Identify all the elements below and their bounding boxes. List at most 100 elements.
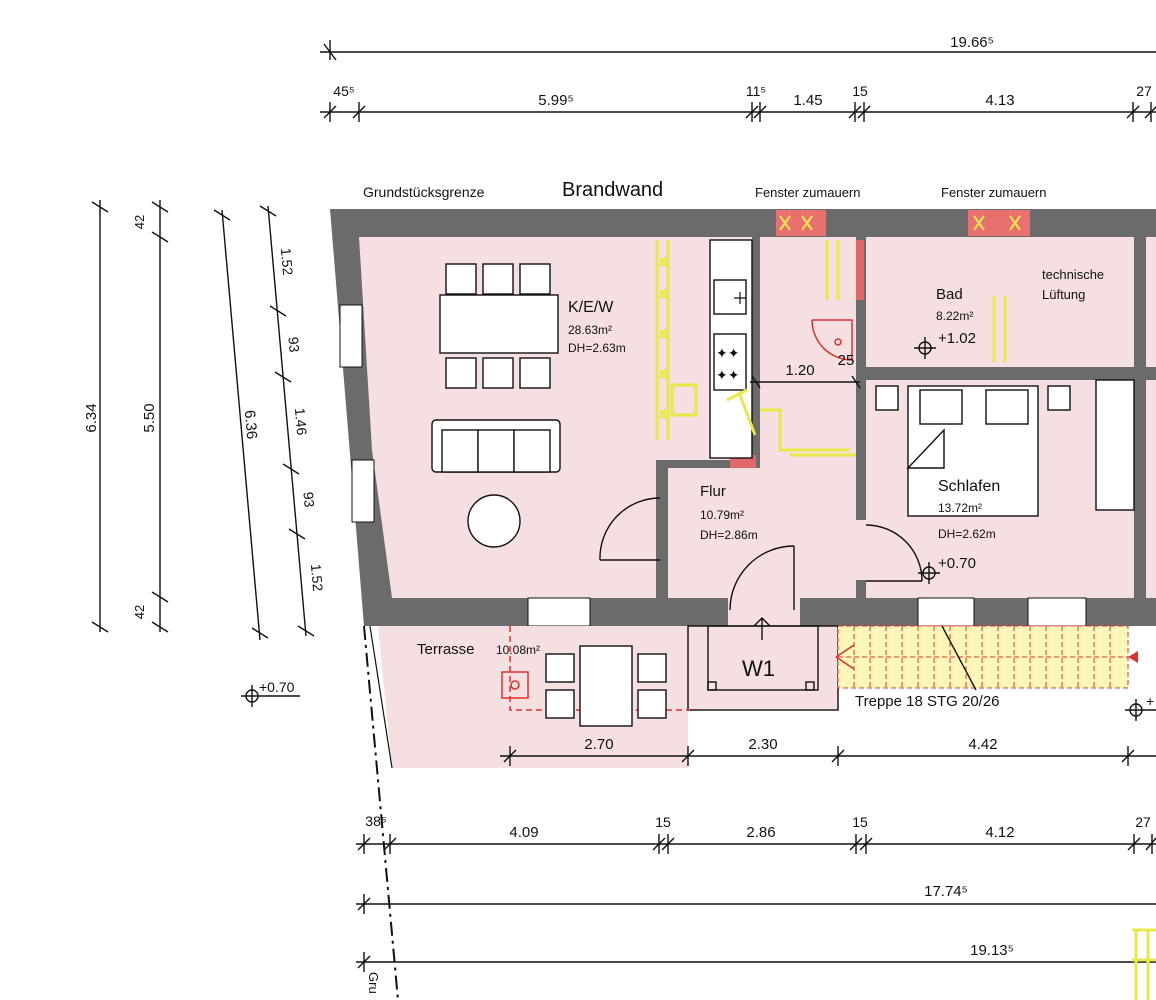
lueftung-label: Lüftung — [1042, 287, 1085, 302]
door-swing-schlafen — [865, 524, 923, 582]
bottom-dimension-row-2 — [356, 834, 1156, 854]
left-dim-h2-bottom: 42 — [132, 605, 147, 619]
wall-bad-schlafen — [866, 367, 1156, 380]
entrance-gap — [728, 598, 800, 626]
level-outside: +0.70 — [259, 679, 295, 695]
room-bad-area: 8.22m² — [936, 309, 973, 323]
pillow — [919, 389, 963, 425]
chair — [637, 653, 667, 683]
bottom-row2-g: 27 — [1135, 814, 1151, 830]
top-segment-dimension — [320, 102, 1156, 122]
bed-fold — [906, 428, 945, 469]
technische-label: technische — [1042, 267, 1104, 282]
bricked-marks-1 — [779, 215, 813, 231]
fenster-zumauern-label-2: Fenster zumauern — [941, 185, 1047, 200]
sofa-seat — [477, 429, 515, 473]
left-dim-d5: 1.52 — [308, 563, 326, 592]
room-right-partial — [1146, 237, 1156, 598]
top-overall-label: 19.66⁵ — [950, 34, 994, 51]
bottom-dimension-row-3 — [356, 894, 1156, 914]
gru-label: Gru — [366, 972, 381, 994]
level-marker-bad — [914, 337, 936, 359]
room-bad — [866, 237, 1134, 367]
window-left-2 — [351, 459, 375, 523]
level-marker-outside — [241, 685, 300, 707]
terrasse-name: Terrasse — [417, 641, 475, 658]
room-schlafen-level: +0.70 — [938, 555, 976, 572]
bottom-row2-c: 15 — [655, 814, 671, 830]
bottom-dimension-row-1 — [500, 746, 1156, 766]
wall-kitchen-bottom — [656, 460, 756, 468]
bottom-row4-overall: 19.13⁵ — [970, 942, 1014, 959]
left-dim-d4: 93 — [300, 491, 317, 508]
round-table — [467, 494, 521, 548]
w1-frame — [707, 625, 819, 691]
bottom-row1-b: 2.30 — [748, 736, 777, 753]
w1-corner — [707, 681, 717, 691]
grundstuecksgrenze-label: Grundstücksgrenze — [363, 184, 485, 200]
terrasse-furniture — [545, 645, 667, 727]
fenster-zumauern-label-1: Fenster zumauern — [755, 185, 861, 200]
top-dim-s2: 5.99⁵ — [538, 92, 573, 109]
room-kew-name: K/E/W — [568, 299, 614, 316]
bottom-row2-e: 15 — [852, 814, 868, 830]
bottom-row2-f: 4.12 — [985, 824, 1014, 841]
door-swing-entrance — [729, 545, 795, 611]
door-gap-kew — [668, 540, 670, 596]
wall-right — [1134, 237, 1146, 598]
terrasse-drain-icon — [501, 671, 529, 699]
hob-icon: ✦✦ — [716, 345, 740, 361]
room-flur-name: Flur — [700, 483, 726, 500]
nightstand — [875, 385, 899, 411]
bottom-dimension-row-4 — [356, 952, 1156, 972]
inner-dim-120-label: 1.20 — [785, 362, 814, 379]
nightstand — [1047, 385, 1071, 411]
top-overall-dimension — [320, 40, 1156, 61]
bottom-row1-a: 2.70 — [584, 736, 613, 753]
level-right-partial: + — [1146, 693, 1154, 709]
dining-table — [439, 294, 559, 354]
property-boundary-line — [363, 625, 399, 1000]
door-gap-schlafen — [856, 520, 866, 580]
stair-start-icon — [1128, 651, 1138, 663]
window-bottom-kew — [527, 597, 591, 627]
service-lines — [655, 240, 1007, 457]
top-dim-s3: 11⁵ — [746, 83, 766, 99]
chair — [445, 357, 477, 389]
room-bad-level: +1.02 — [938, 330, 976, 347]
treppe-label: Treppe 18 STG 20/26 — [855, 693, 1000, 710]
window-bricked-2 — [968, 210, 1030, 236]
level-marker-schlafen — [918, 562, 940, 584]
room-schlafen-area: 13.72m² — [938, 501, 982, 515]
stair-arrow-icon — [835, 644, 855, 670]
sofa-seat — [513, 429, 551, 473]
w1-corner — [805, 681, 815, 691]
bricked-marks-2 — [973, 215, 1021, 231]
top-dim-s1: 45⁵ — [333, 83, 354, 99]
left-dimension-lines — [91, 200, 315, 641]
dining-set — [439, 263, 559, 389]
floor-drain-icon — [834, 338, 842, 346]
service-lines-lower-right — [1132, 928, 1156, 1000]
bottom-row2-a: 38⁵ — [365, 813, 386, 829]
staircase — [835, 625, 1138, 691]
left-dim-d1: 1.52 — [278, 247, 296, 276]
wall-flur-schlafen — [856, 237, 866, 598]
wall-kew-flur — [656, 460, 668, 598]
wall-kitchen-side — [752, 237, 760, 468]
room-kew-area: 28.63m² — [568, 323, 612, 337]
room-flur-area: 10.79m² — [700, 508, 744, 522]
bottom-row2-b: 4.09 — [509, 824, 538, 841]
kitchen-counter — [709, 239, 753, 459]
level-marker-right — [1125, 699, 1156, 721]
room-bad-name: Bad — [936, 286, 963, 303]
window-left-1 — [339, 304, 363, 368]
kitchen: ✦✦ ✦✦ — [709, 239, 753, 459]
chair — [482, 357, 514, 389]
hob-icon: ✦✦ — [716, 367, 740, 383]
chair — [519, 357, 551, 389]
left-dim-h2-top: 42 — [132, 215, 147, 229]
entrance-arrow-icon — [753, 617, 771, 640]
left-dim-d2: 93 — [285, 336, 302, 353]
